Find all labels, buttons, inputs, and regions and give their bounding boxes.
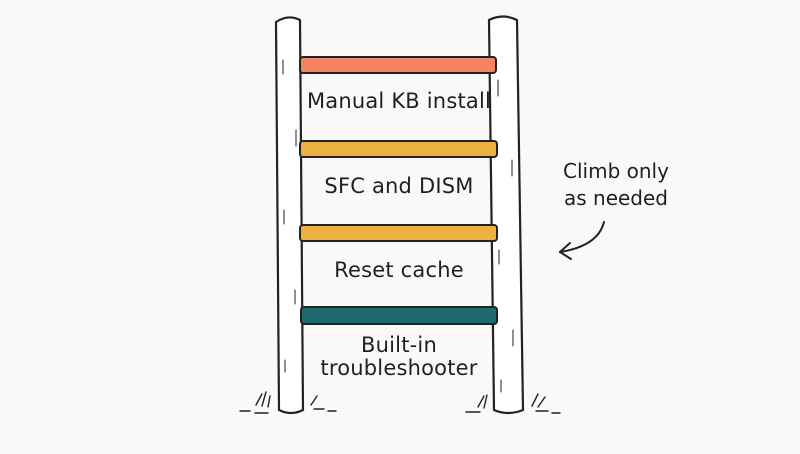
rung-label-sfc-and-dism: SFC and DISM [324, 174, 474, 198]
ladder-post-left [274, 16, 305, 415]
rung-label-line-1: Built-in [361, 333, 437, 357]
annotation-line-1: Climb only [563, 159, 669, 183]
rung-reset-cache [299, 224, 498, 242]
rung-label-built-in-troubleshooter: Built-in troubleshooter [302, 334, 496, 380]
annotation-line-2: as needed [563, 186, 668, 210]
rung-label-line-2: troubleshooter [320, 356, 478, 380]
rung-label-manual-kb-install: Manual KB install [306, 89, 492, 113]
post-left-grain [282, 59, 297, 373]
rung-label-reset-cache: Reset cache [334, 258, 464, 282]
post-right-grain [497, 79, 514, 393]
arrow-icon [559, 221, 605, 260]
rung-built-in-troubleshooter [300, 306, 498, 325]
grass-left [239, 391, 337, 414]
rung-sfc-and-dism [299, 140, 498, 158]
climb-annotation: Climb only as needed [548, 158, 684, 212]
grass-right [465, 393, 561, 414]
rung-manual-kb-install [299, 56, 497, 74]
